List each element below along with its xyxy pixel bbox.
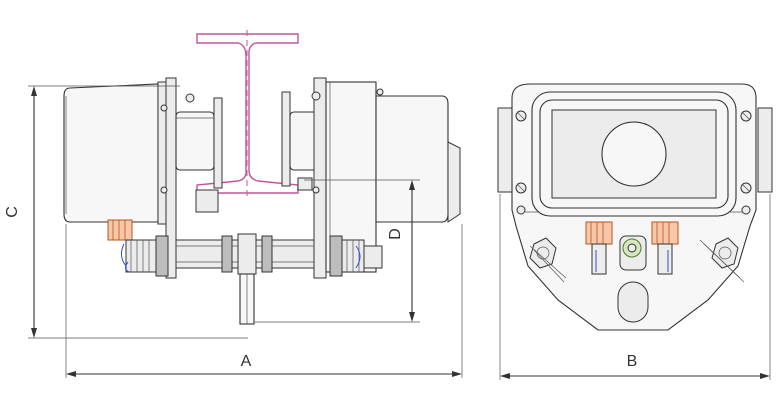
bottom-slot (617, 281, 649, 323)
hex-nut-right (699, 237, 745, 283)
cable-gland-icon (585, 221, 613, 245)
right-end (329, 235, 383, 277)
right-side-plate (757, 107, 773, 193)
dimension-c-label: C (4, 206, 21, 218)
rail-beam (196, 30, 299, 200)
dimension-b-label: B (627, 353, 638, 370)
hex-nut-left (529, 237, 567, 283)
cable-gland-icon (651, 221, 679, 245)
cable-gland-left (585, 221, 613, 275)
dimension-a: A (65, 224, 463, 378)
left-side-plate (497, 107, 513, 193)
screw-icon (376, 88, 384, 96)
screw-icon (312, 186, 320, 194)
bolt-icon (529, 237, 557, 269)
right-motor (281, 77, 461, 279)
cable-gland-right (651, 221, 679, 275)
cable-gland-icon (107, 219, 133, 241)
center-fitting (619, 235, 647, 271)
front-view: B (497, 83, 773, 380)
dimension-d: D (254, 179, 420, 323)
side-view: C D A (4, 30, 463, 378)
dimension-d-label: D (387, 228, 404, 240)
dimension-a-label: A (241, 353, 252, 370)
dimension-b: B (499, 194, 771, 380)
screw-icon (741, 205, 751, 215)
bolt-icon (311, 91, 321, 101)
left-end (107, 219, 169, 277)
shaft-hole (601, 121, 667, 187)
screw-icon (160, 186, 168, 194)
bolt-icon (711, 237, 739, 269)
left-motor (63, 77, 223, 279)
bolt-icon (185, 93, 195, 103)
screw-icon (160, 104, 168, 112)
dimension-c: C (4, 85, 248, 339)
axle (175, 233, 315, 325)
screw-icon (516, 205, 526, 215)
